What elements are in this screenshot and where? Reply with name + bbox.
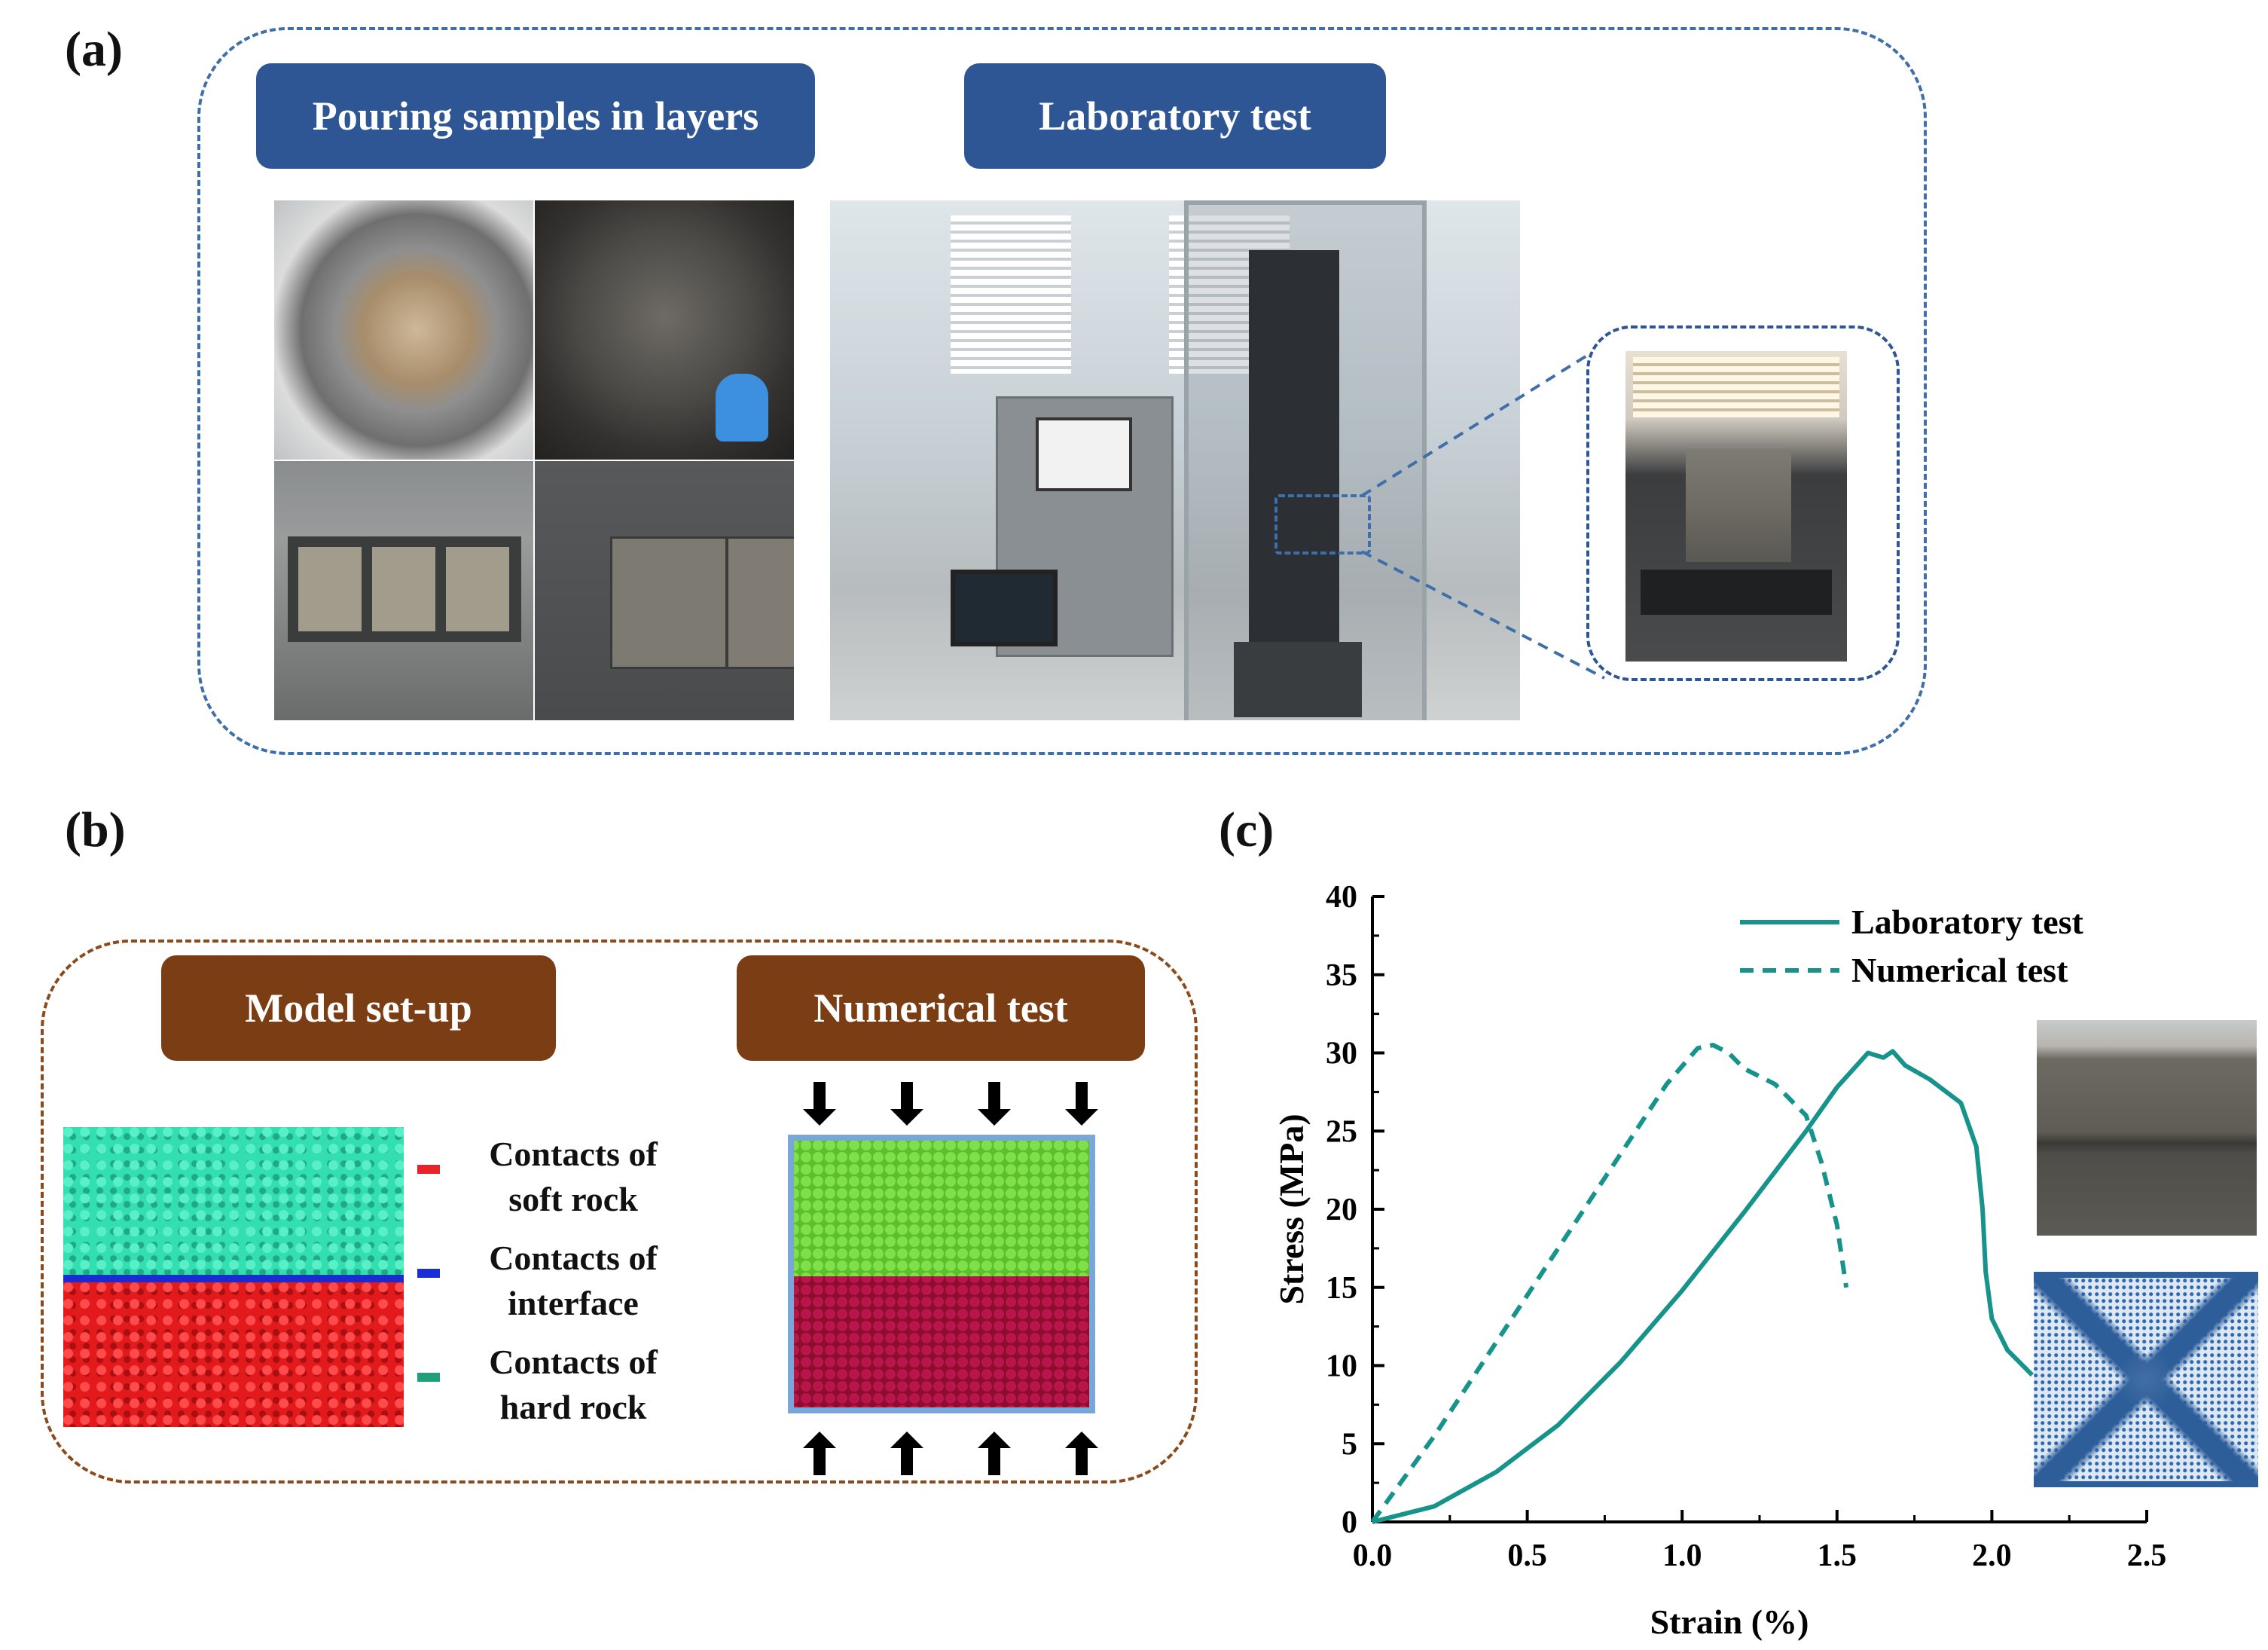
photo-mixing-slurry [535,200,794,460]
window-blinds-left [951,215,1071,374]
legend-label-0: Laboratory test [1851,903,2084,941]
photo-mold-triple [274,461,533,720]
y-tick-label: 20 [1326,1193,1357,1227]
x-axis-label: Strain (%) [1650,1603,1809,1641]
inset-numerical-crack-pattern [2034,1272,2258,1487]
y-axis-label: Stress (MPa) [1272,1114,1311,1304]
numerical-test-diagram [788,1082,1098,1475]
inset-photo-failed-sample [2037,1020,2257,1236]
y-tick-label: 25 [1326,1114,1357,1149]
zoom-box-large [1586,325,1900,681]
photo-samples-blocks [535,461,794,720]
photo-mixing-powder [274,200,533,460]
legend-label-1: Numerical test [1851,951,2068,989]
x-tick-label: 1.5 [1818,1538,1857,1573]
y-tick-label: 40 [1326,880,1357,915]
numerical-boundary-walls [788,1135,1095,1413]
y-tick-label: 35 [1326,958,1357,993]
pill-numerical-test: Numerical test [737,955,1145,1061]
y-tick-label: 30 [1326,1037,1357,1071]
pill-laboratory-test: Laboratory test [964,63,1386,169]
sample-block [1686,449,1791,562]
legend-swatch-hard-rock [417,1373,440,1382]
panel-label-c: (c) [1219,802,1274,857]
glove-shape [716,374,768,442]
y-tick-label: 15 [1326,1271,1357,1306]
y-tick-label: 10 [1326,1349,1357,1384]
control-cabinet [996,396,1174,657]
panel-label-a: (a) [65,22,123,77]
pill-model-setup: Model set-up [161,955,556,1061]
pill-pouring-samples: Pouring samples in layers [256,63,815,169]
y-tick-label: 5 [1342,1427,1357,1462]
bottom-arrows [803,1432,1098,1475]
series-line-numerical [1370,1043,1849,1523]
zoom-callout-lines [1360,353,1605,680]
stress-strain-chart: 0 5 10 15 20 25 30 35 40 0.0 0.5 1.0 1.5 2.0 2.5Strain… [1272,880,2167,1641]
soft-rock-contacts [63,1282,404,1427]
series-line-laboratory [1372,1049,2034,1524]
interface-contacts [63,1275,404,1282]
model-setup-image [63,1127,404,1427]
photo-sample-closeup [1625,351,1847,662]
panel-a-frame [197,27,1927,755]
panel-b-frame [41,940,1198,1483]
photo-laboratory [830,200,1520,720]
monitor [951,570,1058,646]
mold-frame [288,536,521,642]
y-tick-label: 0 [1342,1505,1357,1540]
legend-swatch-interface [417,1269,440,1278]
x-tick-label: 2.0 [1972,1538,2012,1573]
numerical-soft-layer [791,1276,1092,1410]
x-tick-label: 1.0 [1662,1538,1702,1573]
x-tick-label: 0.5 [1507,1538,1547,1573]
zoom-box-small [1274,494,1371,555]
top-arrows [803,1082,1098,1126]
x-tick-label: 0.0 [1353,1538,1393,1573]
legend-swatch-soft-rock [417,1165,440,1174]
loading-plate [1641,570,1832,615]
test-machine-enclosure [1184,200,1427,720]
panel-label-b: (b) [65,802,126,857]
numerical-hard-layer [791,1138,1092,1276]
hard-rock-contacts [63,1127,404,1276]
x-tick-label: 2.5 [2127,1538,2167,1573]
